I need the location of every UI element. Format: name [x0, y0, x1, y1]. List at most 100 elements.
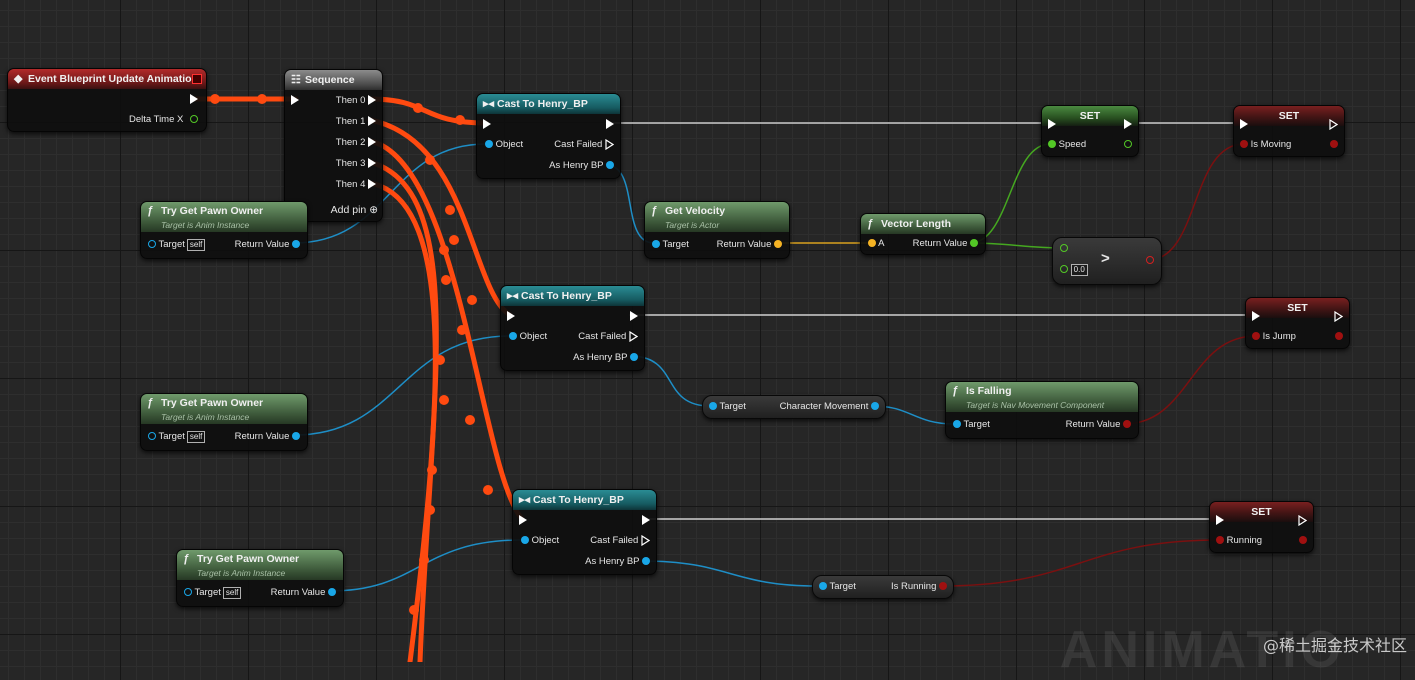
compare-input-a-pin[interactable]: [1060, 244, 1068, 253]
cast-to-henry-node-3[interactable]: ▸◂ Cast To Henry_BP Object Cast Failed A…: [512, 489, 657, 575]
is-falling-target-pin[interactable]: [953, 420, 961, 429]
set-is-moving-out-pin[interactable]: [1330, 140, 1338, 149]
set-is-moving-var-label: Is Moving: [1250, 139, 1292, 150]
greater-than-node[interactable]: 0.0 >: [1052, 237, 1162, 285]
pawn-owner-2-self-box[interactable]: self: [186, 431, 206, 443]
sequence-exec-in-pin[interactable]: [291, 95, 299, 106]
cast-1-object-label: Object: [495, 139, 524, 150]
vector-length-node[interactable]: ƒ Vector Length A Return Value: [860, 213, 986, 255]
set-running-out-pin[interactable]: [1299, 536, 1307, 545]
pawn-owner-1-self-box[interactable]: self: [186, 239, 206, 251]
cast-1-title: Cast To Henry_BP: [497, 98, 588, 110]
char-movement-target-pin[interactable]: [709, 402, 717, 411]
cast-1-object-pin[interactable]: [485, 140, 493, 149]
try-get-pawn-owner-node-1[interactable]: ƒ Try Get Pawn Owner Target is Anim Inst…: [140, 201, 308, 259]
cast-3-as-henry-pin[interactable]: [642, 557, 650, 566]
get-velocity-return-pin[interactable]: [774, 240, 782, 249]
set-is-jump-out-pin[interactable]: [1335, 332, 1343, 341]
sequence-then-1-pin[interactable]: [368, 116, 376, 127]
pawn-owner-3-self-box[interactable]: self: [222, 587, 242, 599]
sequence-then-2-pin[interactable]: [368, 137, 376, 148]
get-velocity-target-pin[interactable]: [652, 240, 660, 249]
set-running-in-pin[interactable]: [1216, 536, 1224, 545]
cast-1-exec-out-pin[interactable]: [606, 119, 614, 130]
set-running-node[interactable]: SET Running: [1209, 501, 1314, 553]
sequence-then-3-pin[interactable]: [368, 158, 376, 169]
cast-to-henry-node-2[interactable]: ▸◂ Cast To Henry_BP Object Cast Failed A…: [500, 285, 645, 371]
vector-length-return-pin[interactable]: [970, 239, 978, 248]
event-update-animation-node[interactable]: ◆ Event Blueprint Update Animation Delta…: [7, 68, 207, 132]
set-speed-node[interactable]: SET Speed: [1041, 105, 1139, 157]
pawn-owner-3-target-pin[interactable]: [184, 588, 192, 597]
char-movement-target-label: Target: [719, 401, 746, 412]
set-speed-exec-in-pin[interactable]: [1048, 119, 1056, 130]
sequence-title: Sequence: [305, 74, 355, 86]
cast-2-exec-out-pin[interactable]: [630, 311, 638, 322]
compare-input-b-pin[interactable]: [1060, 265, 1068, 274]
cast-2-object-pin[interactable]: [509, 332, 517, 341]
cast-3-failed-pin[interactable]: [641, 534, 650, 546]
vector-length-a-pin[interactable]: [868, 239, 876, 248]
set-is-jump-in-pin[interactable]: [1252, 332, 1260, 341]
pawn-owner-2-header: ƒ Try Get Pawn Owner Target is Anim Inst…: [141, 394, 307, 424]
sequence-node[interactable]: ☷ Sequence Then 0 Then 1 Then 2 Then 3 T…: [284, 69, 383, 222]
character-movement-getter[interactable]: Target Character Movement: [702, 395, 886, 419]
set-speed-exec-out-pin[interactable]: [1124, 119, 1132, 130]
pawn-owner-2-target-pin[interactable]: [148, 432, 156, 441]
is-running-target-pin[interactable]: [819, 582, 827, 591]
cast-to-henry-node-1[interactable]: ▸◂ Cast To Henry_BP Object Cast Failed A…: [476, 93, 621, 179]
pawn-owner-1-return-pin[interactable]: [292, 240, 300, 249]
is-falling-node[interactable]: ƒ Is Falling Target is Nav Movement Comp…: [945, 381, 1139, 439]
cast-3-exec-in-pin[interactable]: [519, 515, 527, 526]
cast-3-exec-out-pin[interactable]: [642, 515, 650, 526]
sequence-then-4-pin[interactable]: [368, 179, 376, 190]
get-velocity-node[interactable]: ƒ Get Velocity Target is Actor Target Re…: [644, 201, 790, 259]
cast-3-header: ▸◂ Cast To Henry_BP: [513, 490, 656, 510]
try-get-pawn-owner-node-3[interactable]: ƒ Try Get Pawn Owner Target is Anim Inst…: [176, 549, 344, 607]
cast-2-failed-pin[interactable]: [629, 330, 638, 342]
site-watermark: @稀土掘金技术社区: [1262, 636, 1407, 655]
function-icon: ƒ: [651, 205, 658, 217]
is-running-getter[interactable]: Target Is Running: [812, 575, 954, 599]
set-speed-in-pin[interactable]: [1048, 140, 1056, 149]
get-velocity-header: ƒ Get Velocity Target is Actor: [645, 202, 789, 232]
cast-3-object-pin[interactable]: [521, 536, 529, 545]
sequence-then-0-pin[interactable]: [368, 95, 376, 106]
cast-1-failed-pin[interactable]: [605, 138, 614, 150]
set-is-jump-header: SET: [1246, 298, 1349, 318]
is-falling-return-pin[interactable]: [1123, 420, 1131, 429]
event-exec-out-pin[interactable]: [190, 94, 198, 105]
try-get-pawn-owner-node-2[interactable]: ƒ Try Get Pawn Owner Target is Anim Inst…: [140, 393, 308, 451]
delta-time-pin[interactable]: [190, 115, 198, 124]
cast-2-as-henry-pin[interactable]: [630, 353, 638, 362]
pawn-owner-2-return-pin[interactable]: [292, 432, 300, 441]
compare-output-pin[interactable]: [1146, 256, 1154, 265]
set-running-exec-in-pin[interactable]: [1216, 515, 1224, 526]
set-is-moving-exec-in-pin[interactable]: [1240, 119, 1248, 130]
set-is-moving-node[interactable]: SET Is Moving: [1233, 105, 1345, 157]
set-speed-out-pin[interactable]: [1124, 140, 1132, 149]
sequence-icon: ☷: [291, 74, 301, 86]
pawn-owner-3-return-pin[interactable]: [328, 588, 336, 597]
cast-1-as-henry-pin[interactable]: [606, 161, 614, 170]
cast-2-exec-in-pin[interactable]: [507, 311, 515, 322]
cast-1-exec-in-pin[interactable]: [483, 119, 491, 130]
set-is-jump-node[interactable]: SET Is Jump: [1245, 297, 1350, 349]
compare-value-box[interactable]: 0.0: [1070, 264, 1088, 276]
is-running-out-pin[interactable]: [939, 582, 947, 591]
pawn-owner-1-header: ƒ Try Get Pawn Owner Target is Anim Inst…: [141, 202, 307, 232]
pawn-owner-2-subtitle: Target is Anim Instance: [161, 412, 250, 422]
pawn-owner-1-target-pin[interactable]: [148, 240, 156, 249]
char-movement-out-pin[interactable]: [871, 402, 879, 411]
is-falling-title: Is Falling: [966, 385, 1012, 397]
set-is-moving-exec-out-pin[interactable]: [1329, 118, 1338, 130]
is-falling-target-label: Target: [963, 419, 990, 430]
cast-2-header: ▸◂ Cast To Henry_BP: [501, 286, 644, 306]
set-is-moving-in-pin[interactable]: [1240, 140, 1248, 149]
set-is-jump-exec-out-pin[interactable]: [1334, 310, 1343, 322]
add-pin-button[interactable]: Add pin ⊕: [331, 203, 378, 217]
set-running-title: SET: [1251, 506, 1272, 518]
set-running-exec-out-pin[interactable]: [1298, 514, 1307, 526]
pawn-owner-2-return-label: Return Value: [234, 431, 290, 442]
set-is-jump-exec-in-pin[interactable]: [1252, 311, 1260, 322]
